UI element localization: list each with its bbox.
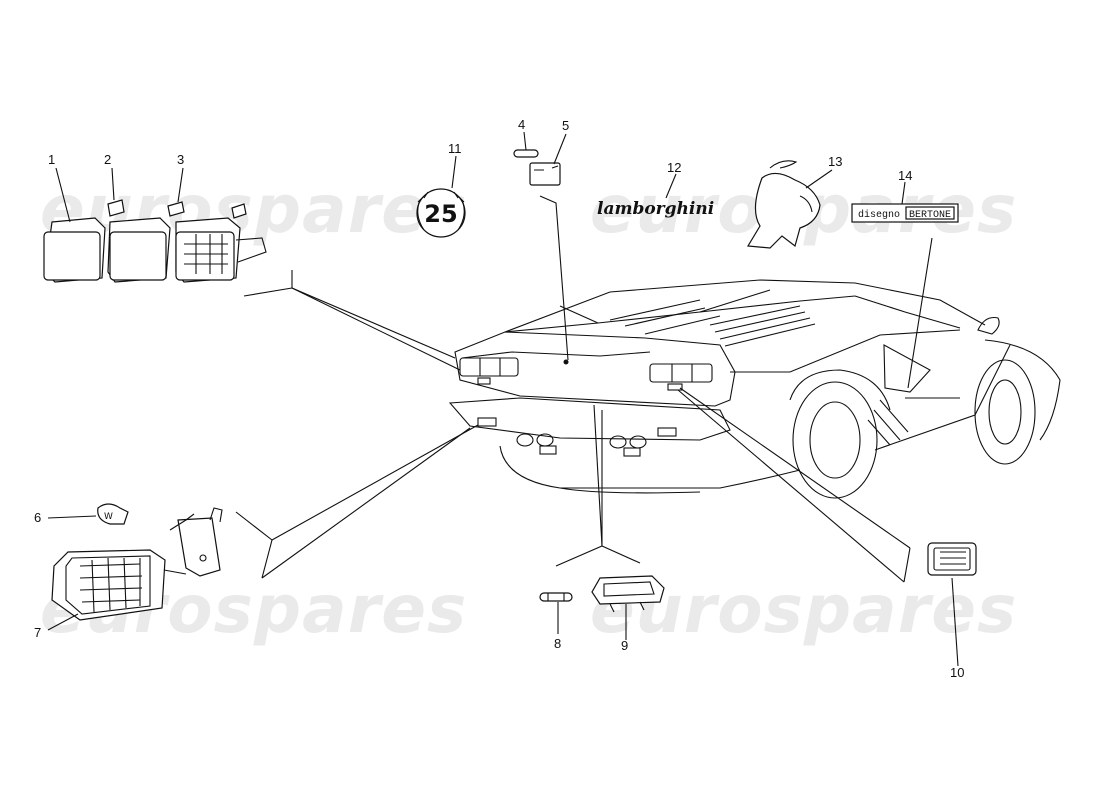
badge-mount-dot <box>563 359 569 365</box>
callout-8: 8 <box>554 636 561 651</box>
engine-louvres <box>609 299 816 347</box>
callout-13: 13 <box>828 154 842 169</box>
rear-wheel <box>792 381 878 499</box>
callout-3: 3 <box>177 152 184 167</box>
disegno-bertone-badge: disegno BERTONE <box>851 203 959 223</box>
raging-bull-emblem <box>746 160 821 249</box>
callout-7: 7 <box>34 625 41 640</box>
callout-6: 6 <box>34 510 41 525</box>
bulb-6: W <box>97 503 129 525</box>
callout-5: 5 <box>562 118 569 133</box>
disegno-text: disegno <box>858 209 900 221</box>
bulb-2 <box>107 199 125 217</box>
right-tail-light <box>649 363 713 383</box>
callout-12: 12 <box>667 160 681 175</box>
bertone-text: BERTONE <box>909 210 951 221</box>
leader-lines <box>235 195 933 583</box>
callout-14: 14 <box>898 168 912 183</box>
left-tail-light <box>459 357 519 377</box>
badge-25-text: 25 <box>424 200 457 228</box>
festoon-bulb-8 <box>539 592 573 602</box>
light-unit-5 <box>529 162 561 186</box>
indicator-lens-7 <box>51 507 223 621</box>
callout-leaders <box>47 131 959 667</box>
callout-10: 10 <box>950 665 964 680</box>
watermark-text: eurospares <box>590 571 1017 648</box>
bulb-3 <box>167 201 247 219</box>
plate-lamp-9 <box>591 575 665 613</box>
front-wheel <box>974 359 1036 465</box>
tail-light-assembly <box>43 217 267 283</box>
anniversary-badge-25: 25 <box>416 188 466 238</box>
callout-11: 11 <box>448 141 462 156</box>
car-rear-view <box>448 279 1061 499</box>
side-marker-10 <box>927 542 977 576</box>
callout-numbers: 1 2 3 4 5 6 7 8 9 10 11 12 13 14 <box>34 117 964 680</box>
callout-1: 1 <box>48 152 55 167</box>
side-intake <box>883 344 931 393</box>
callout-9: 9 <box>621 638 628 653</box>
svg-text:W: W <box>104 512 113 522</box>
festoon-bulb-4 <box>513 149 539 158</box>
callout-4: 4 <box>518 117 525 132</box>
lamborghini-script-badge: lamborghini <box>597 199 714 219</box>
callout-2: 2 <box>104 152 111 167</box>
